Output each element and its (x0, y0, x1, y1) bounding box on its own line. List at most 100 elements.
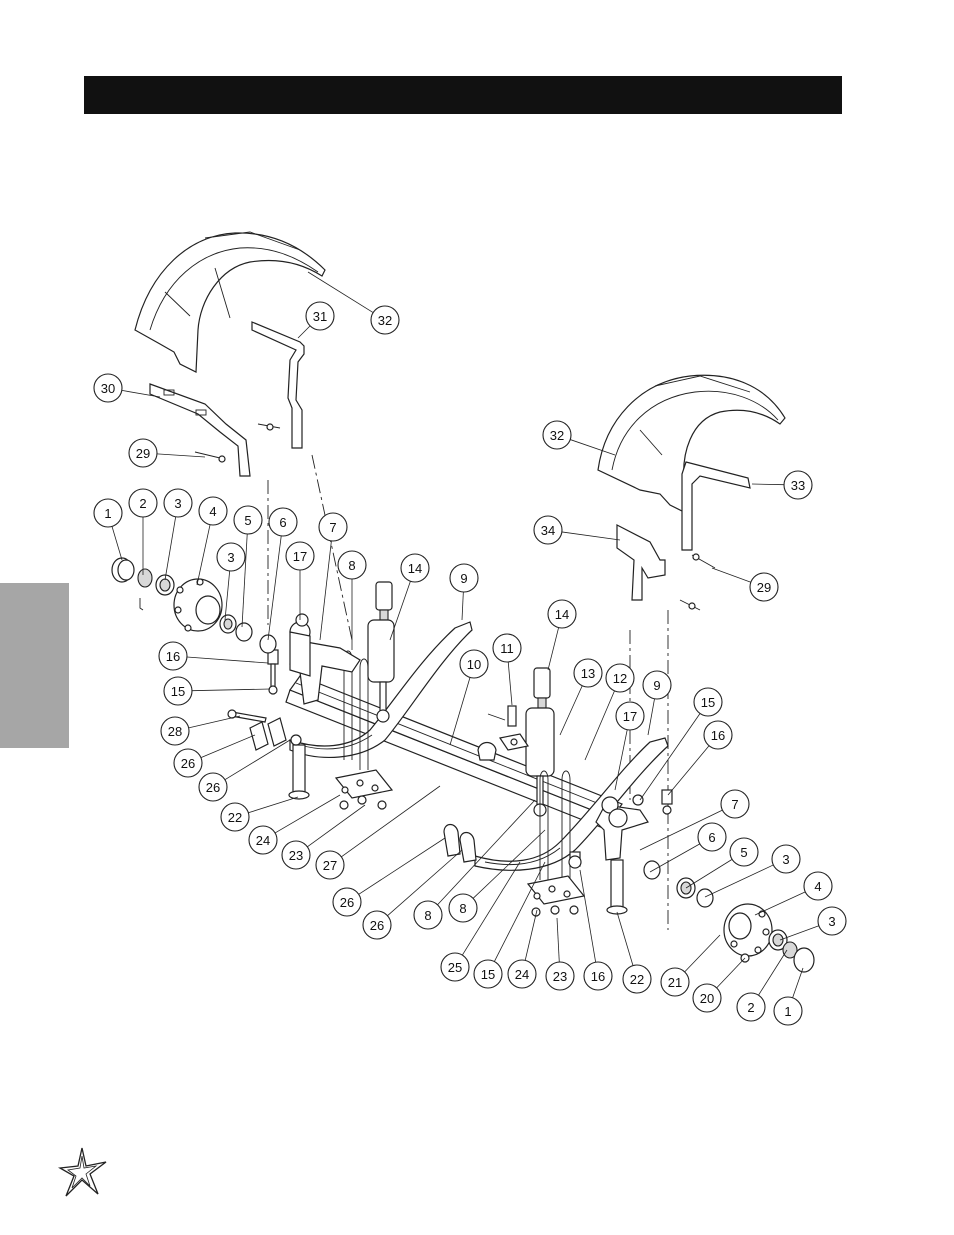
leader-line-7 (319, 540, 332, 641)
callout-circle (198, 772, 228, 802)
callout-circle (583, 961, 613, 991)
leader-line-29 (156, 453, 206, 458)
leader-line-25 (462, 861, 521, 956)
callout-32: 32 (542, 420, 572, 450)
leader-line-34 (561, 531, 621, 541)
callout-label: 9 (460, 571, 467, 586)
callout-9: 9 (642, 670, 672, 700)
leader-line-27 (341, 785, 441, 858)
callout-circle (268, 507, 298, 537)
callout-label: 4 (814, 879, 821, 894)
callout-29: 29 (128, 438, 158, 468)
callout-circle (220, 802, 250, 832)
callout-7: 7 (318, 512, 348, 542)
leader-line-10 (449, 677, 471, 746)
callout-label: 32 (378, 313, 392, 328)
callout-label: 15 (701, 695, 715, 710)
callout-circle (158, 641, 188, 671)
callout-circle (448, 893, 478, 923)
callout-circle (128, 438, 158, 468)
leader-line-26 (358, 837, 446, 895)
leader-line-29 (711, 567, 751, 583)
callout-25: 25 (440, 952, 470, 982)
leader-line-9 (461, 591, 464, 621)
callout-label: 14 (408, 561, 422, 576)
callout-circle (547, 599, 577, 629)
callout-label: 26 (340, 895, 354, 910)
callout-circle (749, 572, 779, 602)
callout-label: 2 (139, 496, 146, 511)
leader-line-8 (437, 799, 536, 906)
callout-circle (315, 850, 345, 880)
leader-line-23 (307, 804, 366, 848)
callout-label: 6 (708, 830, 715, 845)
leader-line-9 (647, 698, 655, 736)
leader-line-3 (779, 925, 819, 941)
leader-line-1 (111, 526, 123, 561)
leader-line-24 (274, 794, 341, 834)
hub-assembly-left (111, 557, 277, 654)
callout-circle (773, 996, 803, 1026)
callout-label: 11 (500, 641, 514, 656)
king-pin-right (606, 859, 628, 915)
leader-line-15 (639, 713, 701, 801)
callout-29: 29 (749, 572, 779, 602)
callout-14: 14 (547, 599, 577, 629)
callout-circle (642, 670, 672, 700)
callout-2: 2 (736, 992, 766, 1022)
callout-7: 7 (720, 789, 750, 819)
callout-label: 3 (828, 914, 835, 929)
leader-line-20 (716, 957, 746, 989)
callout-14: 14 (400, 553, 430, 583)
leader-line-31 (297, 325, 311, 339)
callout-4: 4 (198, 496, 228, 526)
callout-circle (729, 837, 759, 867)
callout-label: 15 (171, 684, 185, 699)
leaf-spring-right (474, 737, 669, 871)
callout-circle (413, 900, 443, 930)
callout-circle (605, 663, 635, 693)
callout-circle (692, 983, 722, 1013)
callout-3: 3 (817, 906, 847, 936)
callout-16: 16 (158, 641, 188, 671)
callout-20: 20 (692, 983, 722, 1013)
callout-3: 3 (163, 488, 193, 518)
leader-line-26 (200, 734, 256, 758)
spindle-right (595, 796, 649, 861)
callout-circle (400, 553, 430, 583)
callout-26: 26 (198, 772, 228, 802)
callout-label: 25 (448, 960, 462, 975)
callout-23: 23 (281, 840, 311, 870)
callout-circle (198, 496, 228, 526)
callout-13: 13 (573, 658, 603, 688)
u-bolts-right (539, 770, 571, 890)
callout-circle (720, 789, 750, 819)
callout-1: 1 (93, 498, 123, 528)
callout-label: 27 (323, 858, 337, 873)
shackles-right (443, 823, 477, 863)
callout-9: 9 (449, 563, 479, 593)
leader-line-26 (387, 849, 463, 917)
callout-label: 29 (136, 446, 150, 461)
leader-line-3 (224, 570, 231, 621)
leader-line-16 (667, 745, 710, 796)
leaf-spring-left (289, 621, 473, 758)
leader-line-22 (248, 796, 299, 814)
callout-label: 6 (279, 515, 286, 530)
callout-circle (173, 748, 203, 778)
leader-line-3 (704, 864, 774, 898)
callout-circle (783, 470, 813, 500)
callout-circle (248, 825, 278, 855)
callout-label: 23 (289, 848, 303, 863)
callout-33: 33 (783, 470, 813, 500)
callout-label: 30 (101, 381, 115, 396)
callout-label: 15 (481, 967, 495, 982)
shock-mount-11 (487, 705, 529, 751)
callout-label: 16 (711, 728, 725, 743)
callout-circle (736, 992, 766, 1022)
callout-26: 26 (332, 887, 362, 917)
callout-circle (507, 959, 537, 989)
bolt-29-right (679, 553, 716, 611)
callout-32: 32 (370, 305, 400, 335)
callout-circle (693, 687, 723, 717)
